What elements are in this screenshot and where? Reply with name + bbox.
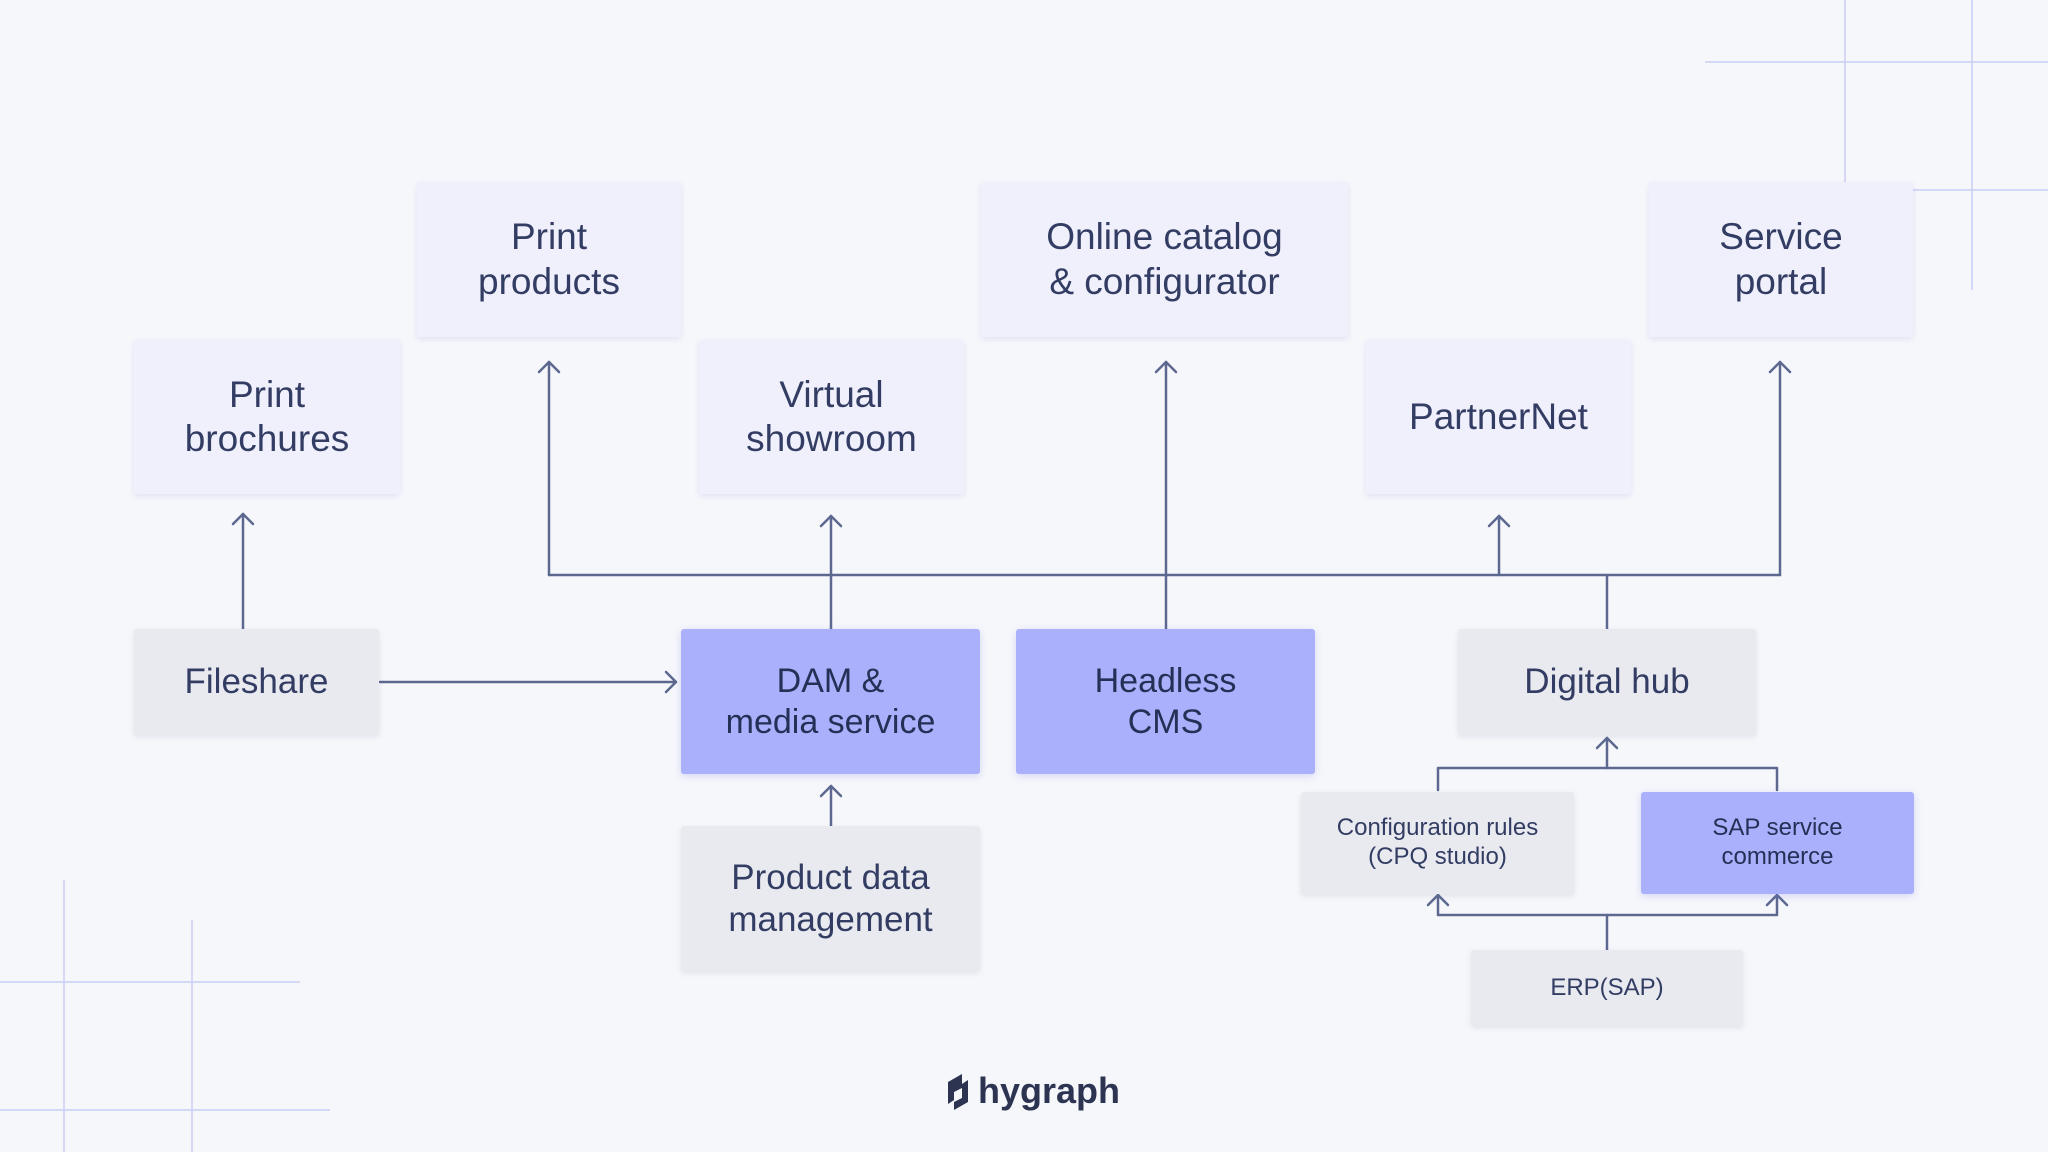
node-fileshare: Fileshare: [134, 629, 379, 735]
hygraph-logo-text: hygraph: [978, 1070, 1121, 1111]
node-product-data-management: Product data management: [681, 826, 980, 971]
node-configuration-rules: Configuration rules (CPQ studio): [1301, 792, 1574, 894]
edge-hub-inputs: [1436, 766, 1779, 792]
node-service-portal: Service portal: [1649, 182, 1913, 337]
node-digital-hub: Digital hub: [1458, 629, 1756, 735]
node-dam-media-service: DAM & media service: [681, 629, 980, 774]
node-virtual-showroom: Virtual showroom: [699, 340, 964, 494]
node-online-catalog: Online catalog & configurator: [981, 182, 1348, 337]
node-erp-sap: ERP(SAP): [1471, 950, 1743, 1026]
node-print-products: Print products: [417, 182, 681, 337]
hygraph-logo-icon: [948, 1074, 968, 1110]
hygraph-logo: hygraph: [944, 1070, 1120, 1112]
node-sap-service-commerce: SAP service commerce: [1641, 792, 1914, 894]
node-partnernet: PartnerNet: [1366, 340, 1631, 494]
node-print-brochures: Print brochures: [134, 340, 400, 494]
node-headless-cms: Headless CMS: [1016, 629, 1315, 774]
